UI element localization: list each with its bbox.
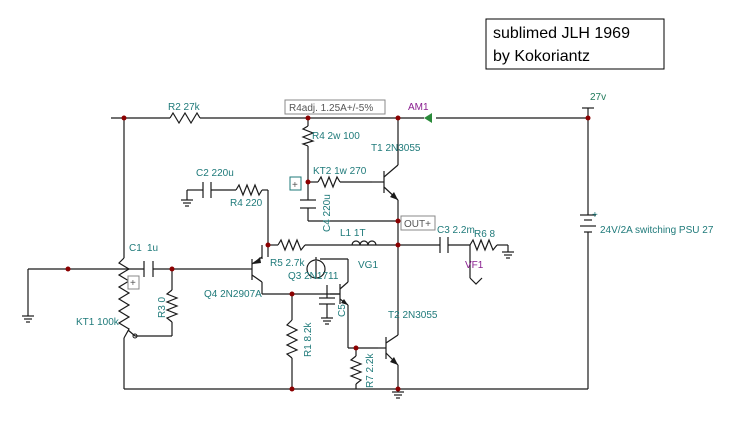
label-r3: R3 0 bbox=[157, 296, 168, 318]
label-t2: T2 2N3055 bbox=[388, 310, 438, 321]
label-c5: C5 bbox=[337, 304, 348, 317]
resistor-r5 bbox=[277, 238, 306, 252]
ground-icon bbox=[392, 391, 404, 399]
resistor-r3 bbox=[165, 289, 179, 323]
battery-psu bbox=[580, 214, 596, 240]
ground-icon bbox=[321, 317, 333, 325]
ground-icon bbox=[502, 251, 514, 259]
label-vg1: VG1 bbox=[358, 260, 378, 271]
resistor-r4-2w bbox=[301, 125, 315, 147]
label-c2: C2 220u bbox=[196, 168, 234, 179]
label-c4-plus: + bbox=[292, 180, 298, 191]
label-kt1-plus: + bbox=[130, 278, 136, 289]
label-27v: 27v bbox=[590, 92, 606, 103]
label-c1-value: 1u bbox=[147, 243, 158, 254]
label-out: OUT+ bbox=[404, 219, 431, 230]
title-box: sublimed JLH 1969 by Kokoriantz bbox=[485, 18, 665, 70]
transistor-q3 bbox=[330, 281, 349, 306]
label-psu-plus: + bbox=[592, 210, 598, 221]
label-c1: C1 bbox=[129, 243, 142, 254]
label-r4adj: R4adj. 1.25A+/-5% bbox=[289, 103, 373, 114]
label-c3: C3 2.2m bbox=[437, 225, 475, 236]
label-r5: R5 2.7k bbox=[270, 258, 305, 269]
resistor-r2 bbox=[169, 111, 201, 125]
label-r6: R6 8 bbox=[474, 229, 496, 240]
label-q3: Q3 2N1711 bbox=[288, 271, 339, 282]
title-line-1: sublimed JLH 1969 bbox=[493, 25, 630, 42]
ground-icon bbox=[22, 315, 34, 323]
potentiometer-kt1 bbox=[117, 257, 131, 339]
resistor-kt2 bbox=[317, 175, 341, 189]
label-r1: R1 8.2k bbox=[303, 322, 314, 357]
label-l1: L1 1T bbox=[340, 228, 366, 239]
label-psu: 24V/2A switching PSU 27 bbox=[600, 225, 714, 236]
transistor-t2 bbox=[378, 334, 399, 366]
transistor-q4 bbox=[247, 256, 263, 283]
resistor-r7 bbox=[349, 355, 363, 385]
resistor-r1 bbox=[285, 319, 299, 359]
probe-vf1 bbox=[469, 277, 483, 285]
resistor-r6 bbox=[469, 238, 498, 252]
label-c4: C4 220u bbox=[322, 194, 333, 232]
ammeter-am1 bbox=[424, 113, 432, 123]
generator-vg1 bbox=[306, 257, 326, 279]
labels: R2 27k R4adj. 1.25A+/-5% AM1 27v R4 2w 1… bbox=[76, 92, 714, 388]
title-line-2: by Kokoriantz bbox=[493, 48, 590, 65]
label-vf1: VF1 bbox=[465, 260, 484, 271]
capacitor-c5 bbox=[319, 297, 335, 305]
label-r4-220: R4 220 bbox=[230, 198, 263, 209]
label-r2: R2 27k bbox=[168, 102, 201, 113]
resistors bbox=[117, 111, 498, 385]
junction-dots bbox=[65, 115, 591, 392]
capacitor-c1 bbox=[143, 261, 154, 277]
capacitor-c2 bbox=[202, 182, 212, 198]
ground-icon bbox=[181, 199, 193, 207]
label-q4: Q4 2N2907A bbox=[204, 289, 262, 300]
label-am1: AM1 bbox=[408, 102, 429, 113]
resistor-r4-220 bbox=[235, 183, 263, 197]
label-r4-2w: R4 2w 100 bbox=[312, 131, 360, 142]
label-kt1: KT1 100k bbox=[76, 317, 120, 328]
capacitor-c4 bbox=[300, 199, 316, 209]
label-kt2: KT2 1w 270 bbox=[313, 166, 367, 177]
label-t1: T1 2N3055 bbox=[371, 143, 421, 154]
inductor-l1 bbox=[351, 240, 377, 246]
ground-symbols bbox=[22, 199, 514, 399]
label-r7: R7 2.2k bbox=[365, 353, 376, 388]
transistor-t1 bbox=[372, 164, 399, 201]
capacitors bbox=[143, 182, 449, 305]
capacitor-c3 bbox=[439, 237, 449, 253]
